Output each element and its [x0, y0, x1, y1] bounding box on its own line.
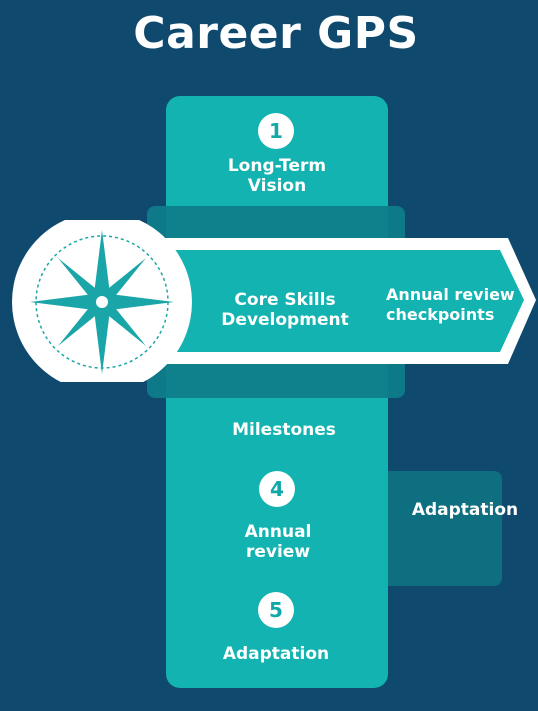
page-title: Career GPS: [133, 8, 419, 59]
compass-rose-icon: [30, 230, 174, 374]
step-4-label-line2: review: [245, 542, 311, 562]
step-2-label-line1: Core Skills: [234, 290, 336, 310]
step-2-label-line2: Development: [221, 310, 349, 330]
step-4-label-line1: Annual: [244, 522, 312, 542]
step-4-badge: 4: [259, 471, 295, 507]
arrow-label: Annual review checkpoints: [386, 285, 526, 325]
step-2-label: Core Skills Development: [200, 290, 370, 330]
adaptation-side-panel: [388, 471, 502, 586]
arrow-fill: [150, 250, 524, 352]
step-4-label: Annual review: [196, 522, 360, 562]
step-1-label-line1: Long-Term: [227, 156, 327, 176]
side-panel-label: Adaptation: [411, 500, 519, 520]
arrow-label-line2: checkpoints: [386, 305, 495, 324]
step-1-label-line2: Vision: [247, 176, 307, 196]
step-5-label: Adaptation: [222, 644, 330, 664]
arrow-band: [12, 220, 536, 382]
step-3-label: Milestones: [232, 420, 336, 440]
step-1-label: Long-Term Vision: [196, 156, 358, 196]
step-5-badge: 5: [258, 592, 294, 628]
step-1-badge: 1: [258, 113, 294, 149]
arrow-label-line1: Annual review: [386, 285, 515, 304]
